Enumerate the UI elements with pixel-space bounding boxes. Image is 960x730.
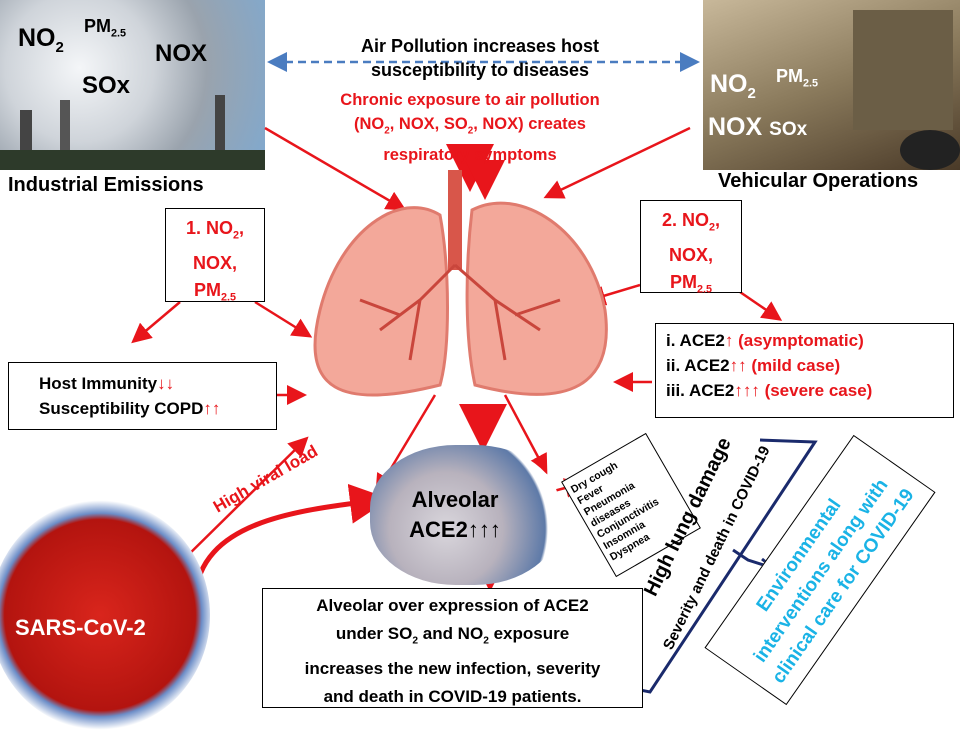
industrial-emissions-label: Industrial Emissions bbox=[8, 174, 204, 196]
vehicular-operations-label: Vehicular Operations bbox=[718, 170, 919, 192]
sars-cov-2-image bbox=[0, 500, 210, 730]
ace2-levels-box: i. ACE2↑ (asymptomatic) ii. ACE2↑↑ (mild… bbox=[655, 323, 954, 418]
host-immunity-box: Host Immunity↓↓ Susceptibility COPD↑↑ bbox=[8, 362, 277, 430]
pm-label: PM2.5 bbox=[84, 16, 127, 40]
no2-label: NO2 bbox=[18, 24, 64, 56]
nox-label: NOX bbox=[155, 40, 208, 67]
sox-label: SOx bbox=[82, 72, 131, 99]
vehicular-image: NO2 PM2.5 NOX SOx bbox=[703, 0, 960, 170]
box-pollutants-1: 1. NO2,NOX,PM2.5 bbox=[165, 208, 265, 303]
conclusion-box: Alveolar over expression of ACE2 under S… bbox=[262, 588, 643, 708]
chronic-exposure-text: Chronic exposure to air pollution (NO2, … bbox=[340, 91, 600, 165]
lungs-image bbox=[313, 170, 608, 397]
alveolar-image bbox=[370, 445, 560, 585]
industrial-emissions-image: NO2 PM2.5 NOX SOx bbox=[0, 0, 265, 170]
sars-cov-2-label: SARS-CoV-2 bbox=[15, 615, 146, 640]
box-pollutants-2: 2. NO2,NOX,PM2.5 bbox=[640, 200, 742, 295]
